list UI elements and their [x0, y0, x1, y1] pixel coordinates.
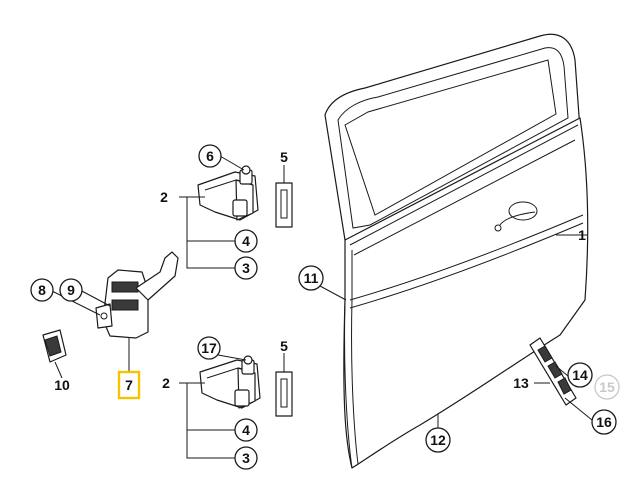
label-sealing-strip: 12 [430, 432, 446, 448]
label-screw: 9 [67, 282, 75, 298]
callouts: 1 2 6 5 4 3 11 8 9 10 7 17 5 2 [30, 144, 620, 470]
label-shim-lower: 5 [280, 338, 288, 354]
support-bracket [529, 337, 577, 406]
label-bolt-lower-b: 4 [242, 422, 250, 438]
label-cap: 10 [54, 377, 70, 393]
label-support: 13 [513, 375, 529, 391]
label-nut: 8 [38, 282, 46, 298]
lower-shim [275, 371, 293, 417]
label-clip-a: 14 [572, 367, 588, 383]
door-panel [324, 33, 589, 469]
label-clip-faint: 15 [599, 379, 615, 395]
label-bolt-upper-b: 4 [242, 233, 250, 249]
cap [42, 329, 67, 363]
label-hinge-lower: 2 [162, 375, 170, 391]
label-hinge-upper: 2 [160, 189, 168, 205]
upper-shim [275, 182, 293, 228]
door-check [95, 251, 179, 339]
label-bolt-upper-a: 3 [242, 260, 250, 276]
label-door: 1 [578, 227, 586, 243]
label-seal: 11 [304, 270, 319, 286]
label-pin-upper: 6 [206, 148, 214, 164]
upper-hinge [197, 165, 259, 221]
label-pin-lower: 17 [201, 340, 217, 356]
label-door-check: 7 [125, 377, 133, 393]
lower-hinge [199, 355, 261, 409]
label-clip-b: 16 [596, 414, 612, 430]
label-shim-upper: 5 [280, 149, 288, 165]
highlight-box [117, 370, 141, 400]
label-bolt-lower-a: 3 [242, 450, 250, 466]
leader-lines [49, 155, 593, 459]
